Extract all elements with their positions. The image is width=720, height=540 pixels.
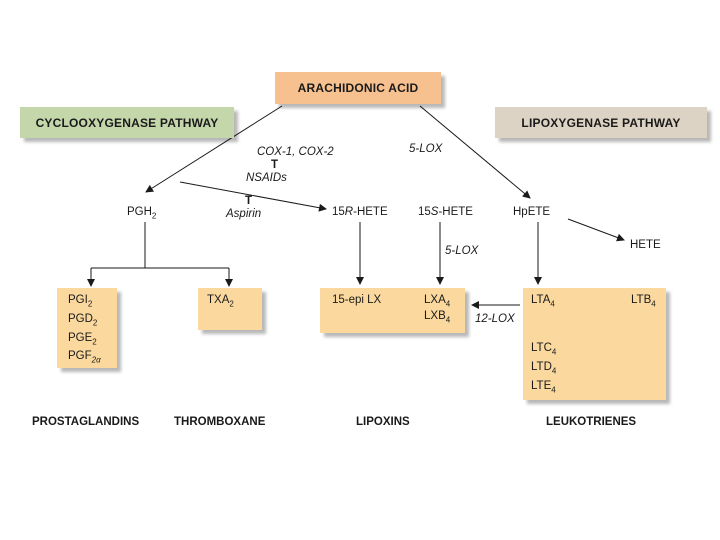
prostaglandins-caption: PROSTAGLANDINS [32, 416, 140, 428]
prostaglandin-item: PGI2 [68, 294, 93, 309]
aspirin-label: Aspirin [226, 208, 262, 220]
leukotriene-item: LTD4 [531, 360, 557, 376]
15r-hete-label: 15R-HETE [332, 206, 388, 218]
arrow-pgh2-to-15r-hete [179, 181, 327, 212]
hpete-label: HpETE [513, 206, 551, 218]
cox-enzymes-label: COX-1, COX-2 [257, 146, 334, 158]
lipoxins-caption: LIPOXINS [356, 416, 410, 428]
thromboxane-caption: THROMBOXANE [174, 416, 266, 428]
cyclooxygenase-pathway-label: CYCLOOXYGENASE PATHWAY [35, 115, 219, 130]
leukotriene-item: LTE4 [531, 379, 556, 394]
15-epi-lx-label: 15-epi LX [332, 294, 382, 306]
inhibition-mark: T [271, 159, 279, 171]
nsaids-label: NSAIDs [246, 172, 287, 184]
15s-hete-label: 15S-HETE [418, 206, 473, 218]
thromboxane-box: TXA2 [198, 288, 262, 330]
lipoxygenase-pathway-label: LIPOXYGENASE PATHWAY [521, 115, 681, 130]
leukotriene-item: LTC4 [531, 342, 557, 357]
txa2-label: TXA2 [207, 294, 234, 309]
inhibition-mark: T [245, 195, 253, 207]
lta4-label: LTA4 [531, 294, 555, 309]
prostaglandin-item: PGD2 [68, 312, 98, 328]
leukotrienes-box: LTA4 LTB4 LTC4 LTD4 LTE4 [523, 288, 666, 400]
lipoxygenase-pathway-header: LIPOXYGENASE PATHWAY [495, 107, 707, 138]
lxa4-label: LXA4 [424, 294, 451, 309]
lipoxins-box: 15-epi LX LXA4 LXB4 [320, 288, 465, 333]
5-lox-label-top: 5-LOX [409, 143, 443, 155]
12-lox-label: 12-LOX [475, 313, 515, 325]
hete-label: HETE [630, 239, 661, 251]
5-lox-label-middle: 5-LOX [445, 245, 479, 257]
arachidonic-acid-label: ARACHIDONIC ACID [297, 81, 419, 95]
prostaglandins-box: PGI2 PGD2 PGE2 PGF2α [57, 288, 117, 368]
cyclooxygenase-pathway-header: CYCLOOXYGENASE PATHWAY [20, 107, 234, 138]
prostaglandin-item: PGF2α [68, 350, 101, 365]
arachidonic-acid-box: ARACHIDONIC ACID [275, 72, 441, 104]
leukotriene-list: LTC4 LTD4 LTE4 [531, 341, 556, 397]
arrow-aa-to-hpete [419, 105, 531, 199]
leukotrienes-caption: LEUKOTRIENES [546, 416, 637, 428]
arrow-aa-to-pgh2 [145, 105, 283, 193]
prostaglandin-item: PGE2 [68, 331, 97, 346]
lxb4-label: LXB4 [424, 310, 451, 325]
arrow-hpete-to-hete [567, 218, 625, 242]
ltb4-label: LTB4 [631, 294, 656, 309]
pgh2-label: PGH2 [127, 206, 157, 221]
